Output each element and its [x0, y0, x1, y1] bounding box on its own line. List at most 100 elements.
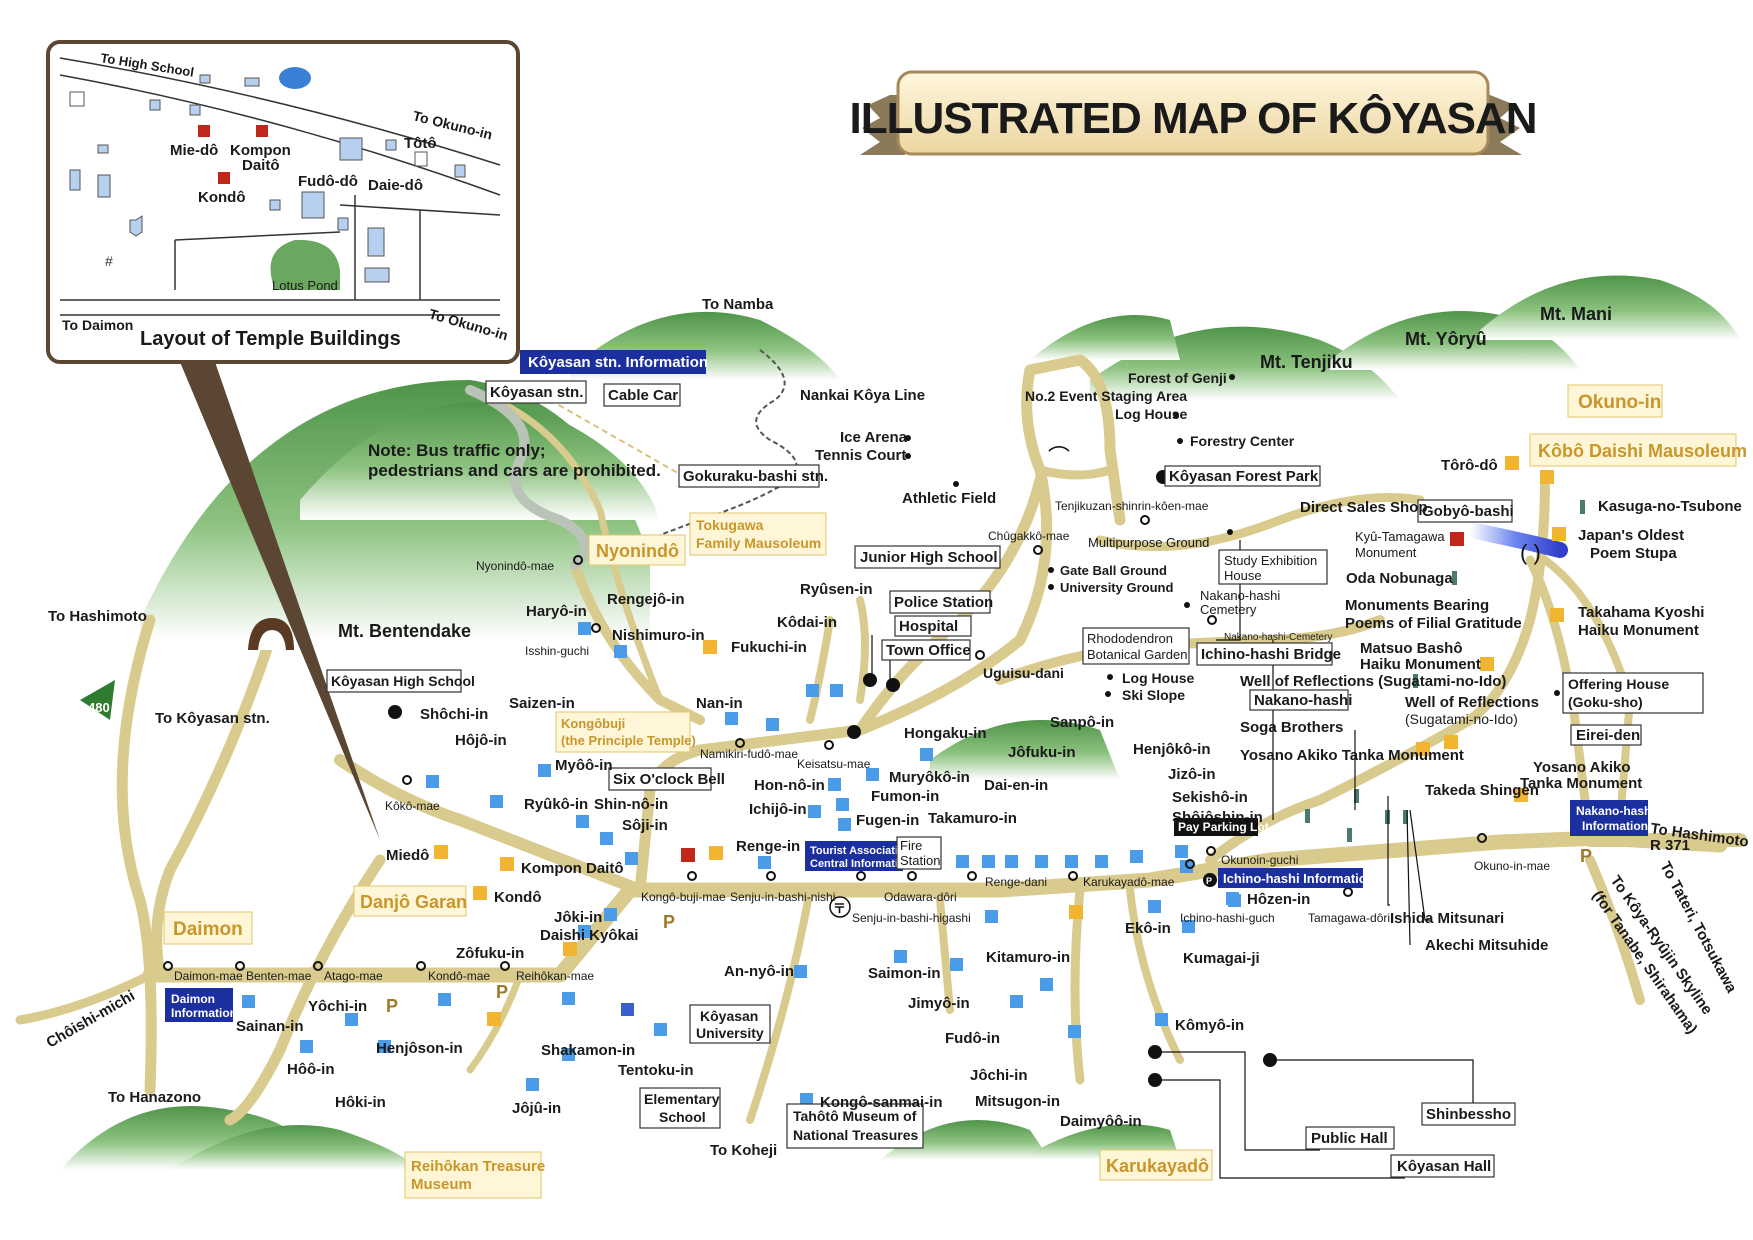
label-cable-car[interactable]: Cable Car [608, 387, 678, 404]
site-kobo-daishi-mausoleum[interactable]: Kôbô Daishi Mausoleum [1529, 433, 1747, 467]
temple-renge-in: Renge-in [736, 838, 800, 855]
road-south-center [936, 896, 954, 1014]
label-six-oclock-bell[interactable]: Six O'clock Bell [613, 771, 725, 788]
temple-saimon-in: Saimon-in [868, 965, 941, 982]
site-okuno-in[interactable]: Okuno-in [1567, 384, 1663, 418]
label-elementary-1[interactable]: Elementary [644, 1091, 720, 1107]
temple-jochi-in: Jôchi-in [970, 1067, 1028, 1084]
temple-markers [242, 622, 1241, 1106]
label-study-2[interactable]: House [1224, 568, 1262, 583]
label-shinbessho[interactable]: Shinbessho [1426, 1106, 1511, 1123]
label-fire[interactable]: Fire [900, 838, 922, 853]
label-log-house-south: Log House [1122, 670, 1195, 686]
svg-text:Karukayadô: Karukayadô [1106, 1156, 1209, 1176]
label-forest-of-genji: Forest of Genji [1128, 370, 1227, 386]
label-mt-bentendake: Mt. Bentendake [338, 621, 471, 641]
label-gobyo-bashi[interactable]: Gobyô-bashi [1422, 503, 1514, 520]
svg-text:Kôbô Daishi Mausoleum: Kôbô Daishi Mausoleum [1538, 441, 1747, 461]
info-koyasan-stn[interactable]: Kôyasan stn. Information [520, 350, 708, 374]
temple-rengejo-in: Rengejô-in [607, 591, 685, 608]
stop-uguisu-dani: Uguisu-dani [983, 665, 1064, 681]
site-nyonindo[interactable]: Kôbô Daishi Mausoleum Nyonindô [0, 0, 686, 566]
site-tokugawa-mausoleum[interactable]: Tokugawa Family Mausoleum [689, 512, 827, 556]
inset-label-daito: Daitô [242, 157, 280, 174]
label-elementary-2[interactable]: School [659, 1109, 706, 1125]
label-public-hall[interactable]: Public Hall [1311, 1130, 1388, 1147]
label-koyasan-hall[interactable]: Kôyasan Hall [1397, 1158, 1491, 1175]
info-ichino-hashi[interactable]: Ichino-hashi Information [1218, 868, 1375, 888]
label-forest-park[interactable]: Kôyasan Forest Park [1169, 468, 1319, 485]
label-ichino-hashi-bridge[interactable]: Ichino-hashi Bridge [1201, 646, 1341, 663]
label-tennis-court: Tennis Court [815, 447, 906, 464]
label-koyasan-u1[interactable]: Kôyasan [700, 1008, 758, 1024]
hill-bottom-center [880, 1120, 1050, 1160]
site-kongobuji[interactable]: Kongôbuji (the Principle Temple) [555, 711, 696, 753]
parking-icon-4: P [1580, 846, 1592, 866]
label-pay-parking: Pay Parking Lot [1178, 820, 1269, 834]
info-daimon[interactable]: Daimon Information [165, 988, 237, 1022]
label-eirei-den[interactable]: Eirei-den [1576, 727, 1640, 744]
label-oda-nobunaga: Oda Nobunaga [1346, 570, 1453, 587]
label-town-office[interactable]: Town Office [886, 642, 971, 659]
label-offering-2[interactable]: (Goku-sho) [1568, 694, 1643, 710]
svg-text:#: # [105, 253, 113, 269]
label-mt-yoryu: Mt. Yôryû [1405, 329, 1487, 349]
label-rhododendron-2[interactable]: Botanical Garden [1087, 647, 1187, 662]
label-rhododendron-1[interactable]: Rhododendron [1087, 631, 1173, 646]
road-nyonindo [570, 560, 705, 725]
temple-fudo-in: Fudô-in [945, 1030, 1000, 1047]
label-koyasan-stn[interactable]: Kôyasan stn. [490, 384, 583, 401]
stop-chugakko-mae: Chûgakkô-mae [988, 529, 1070, 543]
site-daimon[interactable]: Daimon [163, 911, 253, 945]
svg-text:Nakano-hashi: Nakano-hashi [1576, 804, 1655, 818]
label-gokuraku-bashi-stn[interactable]: Gokuraku-bashi stn. [683, 468, 828, 485]
label-junior-high[interactable]: Junior High School [860, 549, 998, 566]
label-offering-1[interactable]: Offering House [1568, 676, 1669, 692]
temple-sekisho-in: Sekishô-in [1172, 789, 1248, 806]
info-tourist-association[interactable]: Tourist Association Central Information [805, 841, 912, 871]
hills [60, 275, 1740, 1170]
info-nakano-hashi[interactable]: Nakano-hashi Information [1570, 800, 1655, 836]
temple-kongo-sanmai-in: Kongô-sanmai-in [820, 1094, 943, 1111]
site-reihokan[interactable]: Reihôkan Treasure Museum [404, 1151, 545, 1199]
label-nakano-hashi[interactable]: Nakano-hashi [1254, 692, 1352, 709]
label-koyasan-high[interactable]: Kôyasan High School [331, 673, 475, 689]
stop-daimon-mae: Daimon-mae [174, 969, 243, 983]
site-danjo-garan[interactable]: Danjô Garan [353, 885, 467, 917]
label-log-house-north: Log House [1115, 406, 1188, 422]
temple-daimyoo-in: Daimyôô-in [1060, 1113, 1142, 1130]
temple-hojo-in: Hôjô-in [455, 732, 507, 749]
label-takahama-2: Haiku Monument [1578, 622, 1699, 639]
stop-nakano-hashi-cemetery: Nakano-hashi-Cemetery [1224, 632, 1332, 643]
stop-nyonindo-mae: Nyonindô-mae [476, 559, 554, 573]
label-ice-arena: Ice Arena [840, 429, 908, 446]
temple-shin-no-in: Shin-nô-in [594, 796, 668, 813]
label-koyasan-u2[interactable]: University [696, 1025, 764, 1041]
svg-text:(the Principle Temple): (the Principle Temple) [561, 733, 696, 748]
inset-lotus-pond [270, 239, 340, 290]
stop-benten-mae: Benten-mae [246, 969, 312, 983]
label-hospital[interactable]: Hospital [899, 618, 958, 635]
label-fire-station[interactable]: Station [900, 853, 940, 868]
temple-joki-in: Jôki-in [554, 909, 602, 926]
stop-okunoin-guchi: Okunoin-guchi [1221, 853, 1298, 867]
inset-title: Layout of Temple Buildings [140, 328, 401, 350]
label-study-1[interactable]: Study Exhibition [1224, 553, 1317, 568]
label-tahoto-2[interactable]: National Treasures [793, 1127, 918, 1143]
boxed-frames [326, 380, 1704, 1178]
label-poem-stupa-1: Japan's Oldest [1578, 527, 1684, 544]
label-tenjikuzan-stop: Tenjikuzan-shinrin-kôen-mae [1055, 499, 1209, 513]
stop-reihokan-mae: Reihôkan-mae [516, 969, 594, 983]
svg-text:Information: Information [1582, 819, 1648, 833]
label-tahoto-1[interactable]: Tahôtô Museum of [793, 1108, 917, 1124]
inset-label-fudo-do: Fudô-dô [298, 173, 358, 190]
road-hanazono [224, 854, 386, 1126]
site-karukayado[interactable]: Karukayadô [1099, 1149, 1213, 1181]
label-police-station[interactable]: Police Station [894, 594, 993, 611]
temple-soji-in: Sôji-in [622, 817, 668, 834]
temple-ryusen-in: Ryûsen-in [800, 581, 873, 598]
label-toro-do: Tôrô-dô [1441, 457, 1498, 474]
temple-jimyo-in: Jimyô-in [908, 995, 970, 1012]
